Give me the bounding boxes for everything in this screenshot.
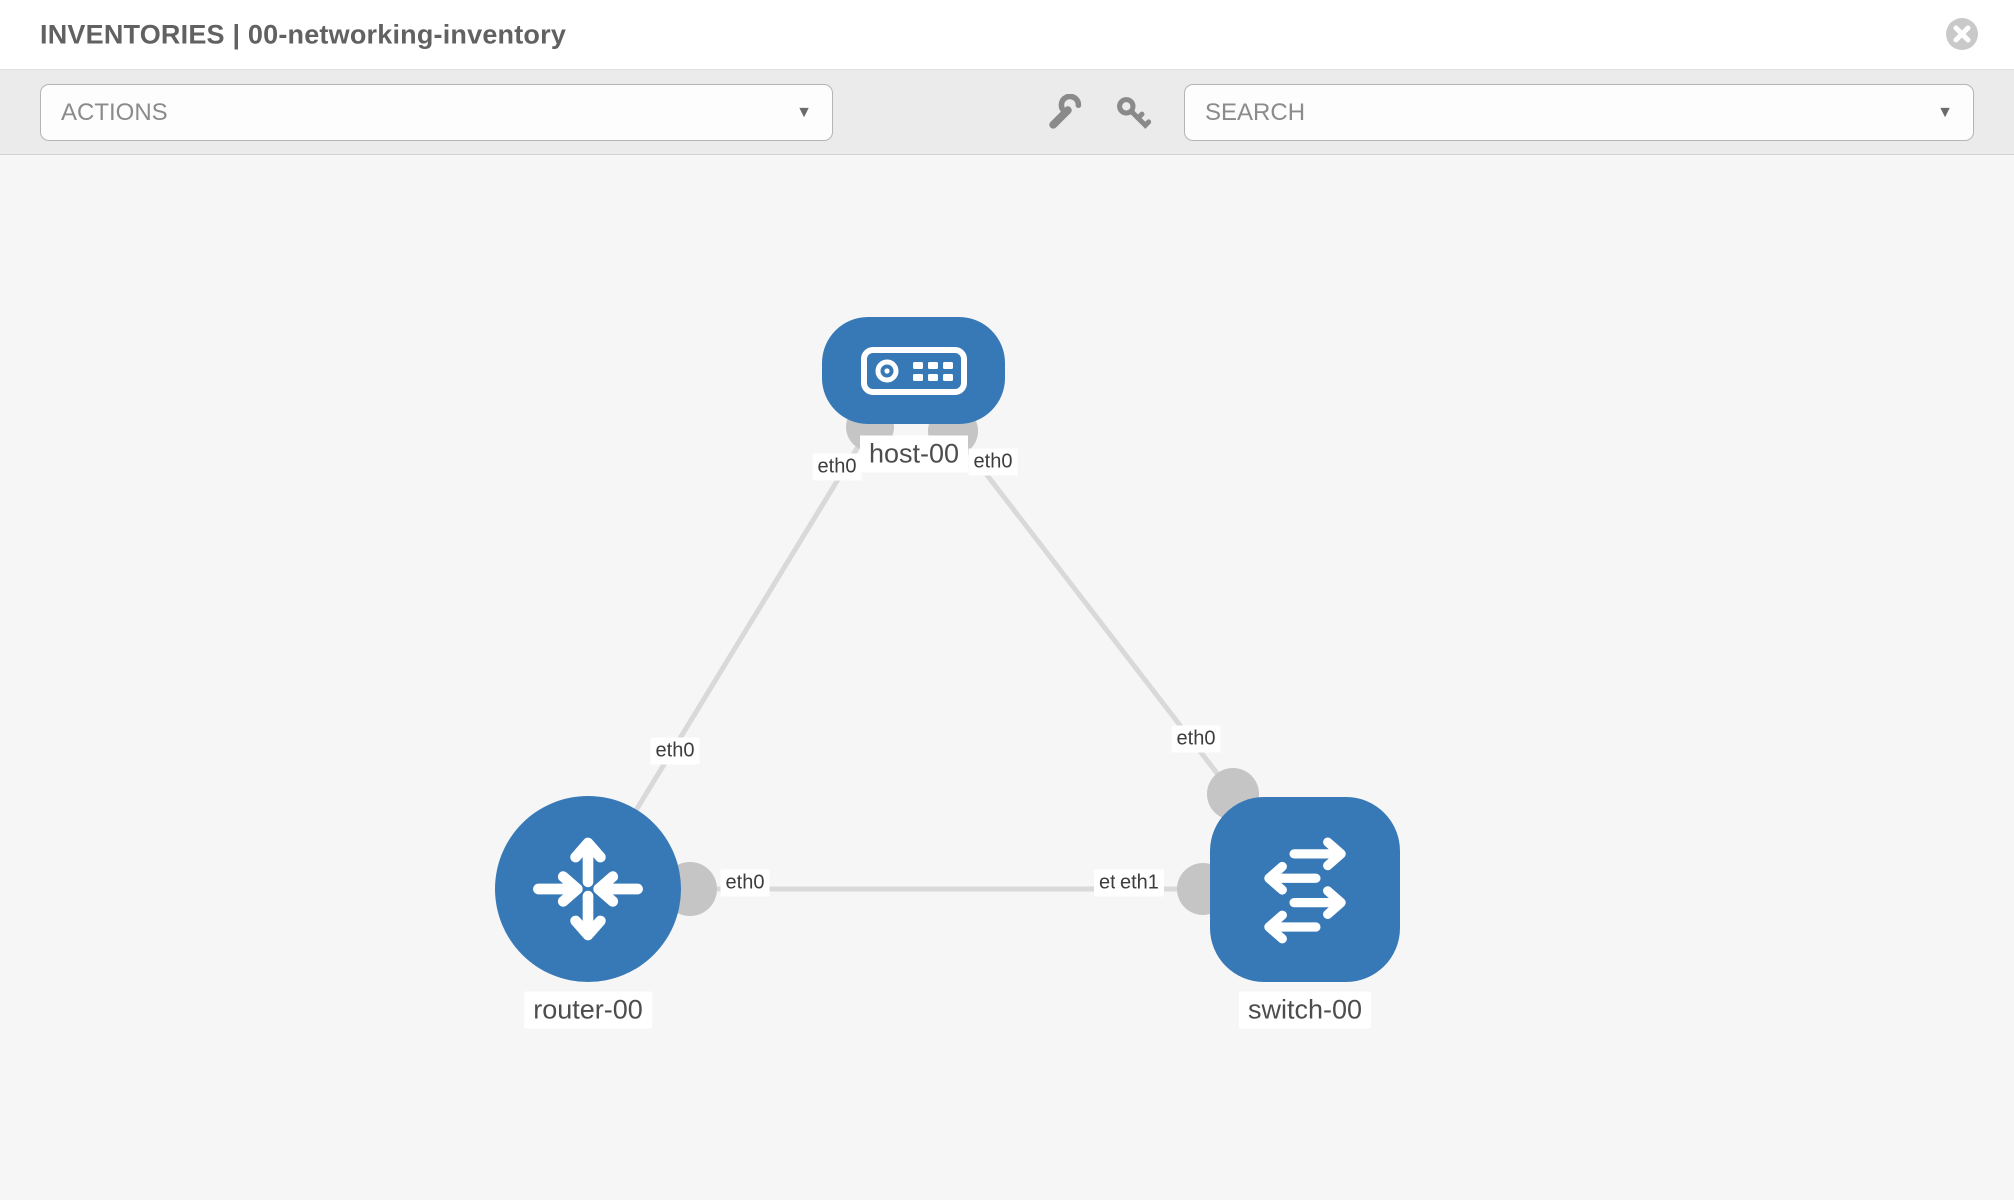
actions-dropdown-label: ACTIONS	[61, 98, 168, 126]
topology-canvas[interactable]: host-00 router-00 switch-00 eth0 eth0 et…	[0, 155, 2014, 1199]
interface-label: eth0	[812, 453, 862, 481]
router-icon	[533, 837, 643, 941]
toolbar: ACTIONS ▼ SEARCH ▼	[0, 70, 2014, 155]
wrench-icon	[1049, 93, 1082, 129]
node-label-router: router-00	[524, 991, 652, 1029]
node-label-host: host-00	[859, 435, 969, 473]
search-dropdown-label: SEARCH	[1205, 98, 1306, 126]
header: INVENTORIES | 00-networking-inventory	[0, 0, 2014, 70]
interface-label: eth0	[720, 869, 770, 897]
switch-icon	[1264, 837, 1346, 943]
close-icon	[1946, 18, 1978, 50]
page-title: INVENTORIES | 00-networking-inventory	[40, 19, 567, 49]
links-layer	[585, 403, 1259, 916]
node-host-00[interactable]	[822, 317, 1005, 424]
configure-button[interactable]	[1046, 93, 1084, 132]
close-button[interactable]	[1944, 16, 1980, 52]
interface-label: eth0	[1171, 725, 1221, 753]
node-router-00[interactable]	[495, 796, 681, 982]
node-label-switch: switch-00	[1238, 991, 1372, 1029]
interface-label: eth0	[650, 737, 700, 765]
node-switch-00[interactable]	[1210, 797, 1400, 982]
interface-label: eth1	[1115, 869, 1164, 897]
key-icon	[1117, 97, 1152, 129]
chevron-down-icon: ▼	[1937, 103, 1953, 121]
interface-label: eth0	[968, 448, 1018, 476]
actions-dropdown[interactable]: ACTIONS ▼	[40, 84, 833, 141]
credentials-button[interactable]	[1114, 94, 1152, 132]
host-icon	[860, 346, 967, 395]
search-dropdown[interactable]: SEARCH ▼	[1184, 84, 1974, 141]
chevron-down-icon: ▼	[796, 103, 812, 121]
